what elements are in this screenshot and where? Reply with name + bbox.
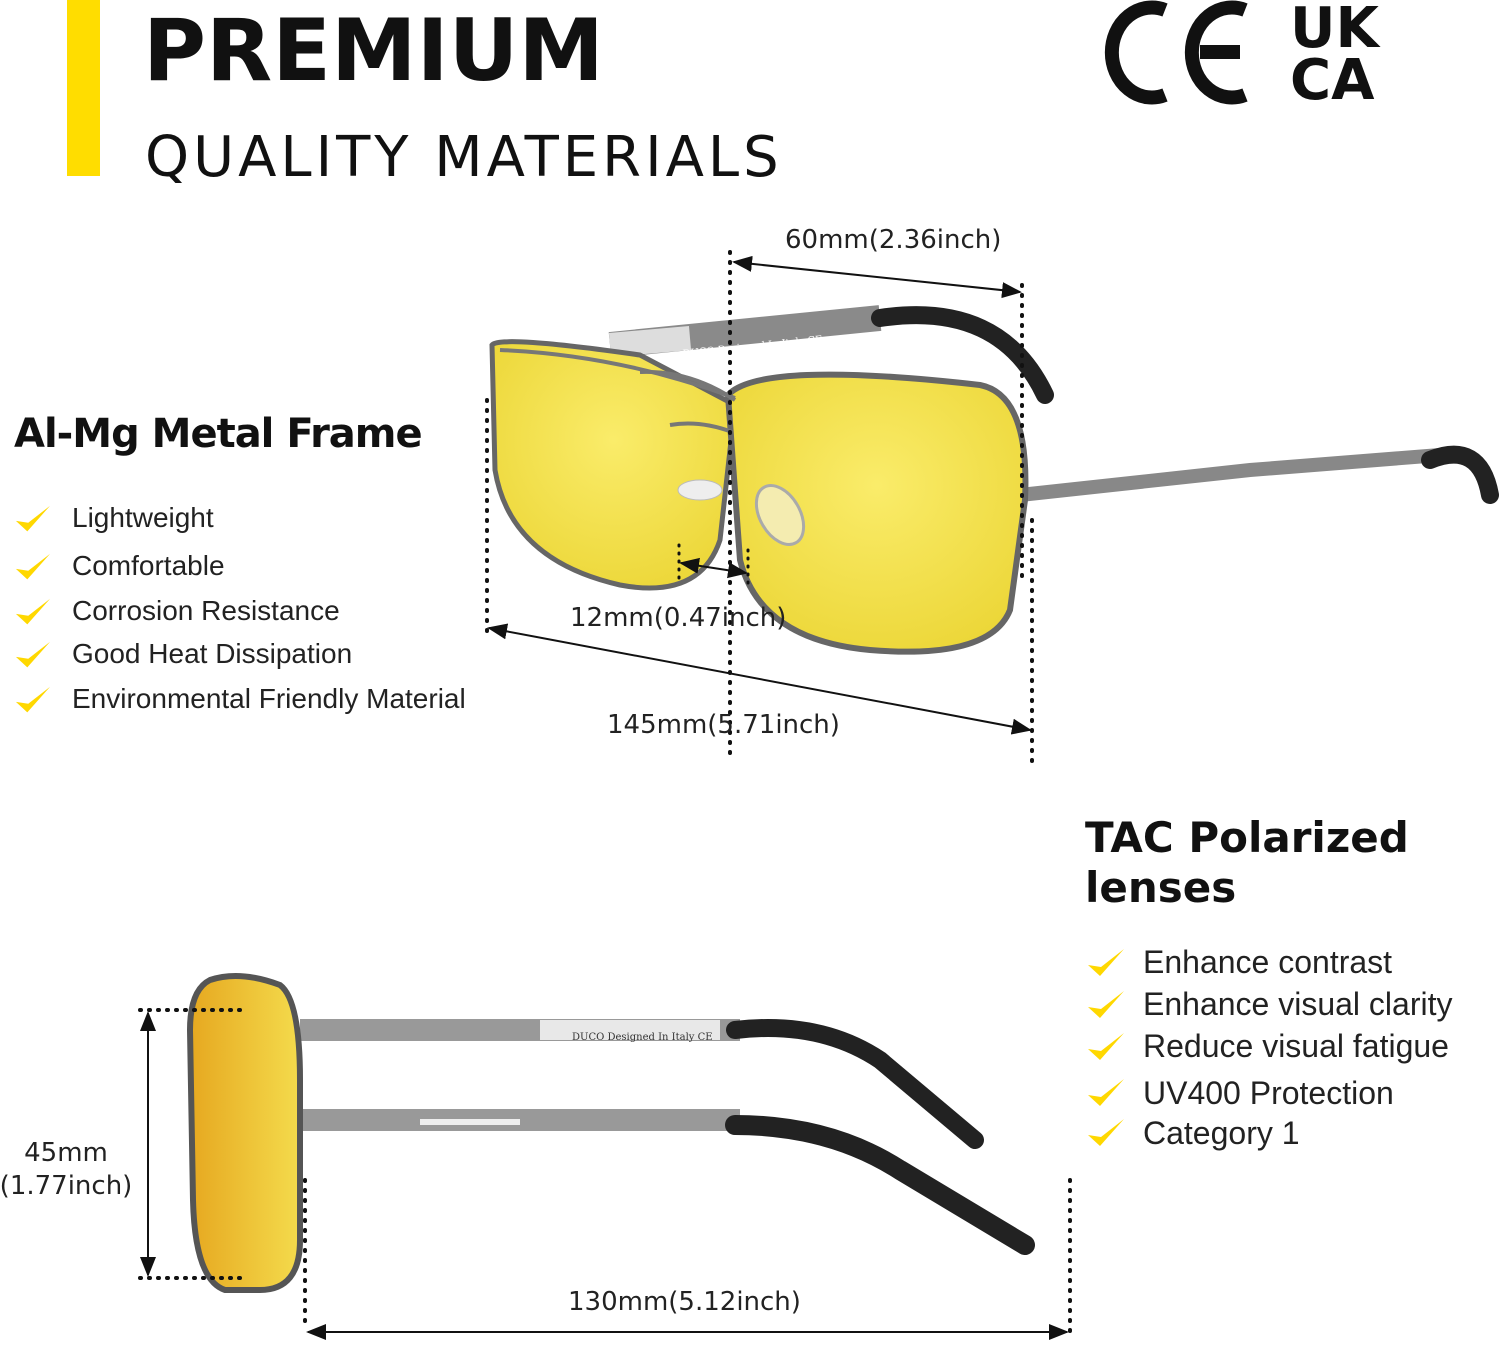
list-item: Reduce visual fatigue bbox=[1143, 1028, 1449, 1064]
ukca-mark: UK CA bbox=[1290, 0, 1381, 113]
list-item: Comfortable bbox=[72, 550, 225, 581]
check-icon bbox=[15, 686, 51, 713]
dimension-temple-length: 130mm(5.12inch) bbox=[303, 1178, 1072, 1340]
list-item: Enhance contrast bbox=[1143, 944, 1392, 980]
dimension-frame-width: 145mm(5.71inch) bbox=[485, 398, 1034, 767]
svg-text:DUCO Designed In Italy CE: DUCO Designed In Italy CE bbox=[572, 1032, 713, 1043]
header-title: PREMIUM bbox=[143, 1, 604, 101]
check-icon bbox=[1088, 1119, 1124, 1146]
check-icon bbox=[1088, 949, 1124, 976]
list-item: UV400 Protection bbox=[1143, 1075, 1394, 1111]
check-icon bbox=[1088, 1079, 1124, 1106]
frame-feature-list: Lightweight Comfortable Corrosion Resist… bbox=[15, 502, 466, 714]
check-icon bbox=[15, 553, 51, 580]
dimension-lens-height: 45mm (1.77inch) bbox=[0, 1008, 242, 1280]
svg-text:12mm(0.47inch): 12mm(0.47inch) bbox=[570, 603, 786, 633]
glasses-front-view: DUCO Designed In Italy CE bbox=[489, 305, 1499, 655]
svg-text:CA: CA bbox=[1290, 48, 1375, 113]
svg-text:UK: UK bbox=[1290, 0, 1381, 61]
ce-mark: CE bbox=[1104, 0, 1248, 105]
svg-text:145mm(5.71inch): 145mm(5.71inch) bbox=[607, 710, 840, 740]
check-icon bbox=[15, 598, 51, 625]
frame-section-title: Al-Mg Metal Frame bbox=[14, 411, 422, 457]
svg-text:60mm(2.36inch): 60mm(2.36inch) bbox=[785, 225, 1001, 255]
svg-text:130mm(5.12inch): 130mm(5.12inch) bbox=[568, 1287, 801, 1317]
list-item: Good Heat Dissipation bbox=[72, 638, 352, 669]
lens-feature-list: Enhance contrast Enhance visual clarity … bbox=[1088, 944, 1452, 1151]
list-item: Enhance visual clarity bbox=[1143, 986, 1452, 1022]
list-item: Corrosion Resistance bbox=[72, 595, 340, 626]
svg-text:(1.77inch): (1.77inch) bbox=[0, 1171, 132, 1201]
accent-bar bbox=[67, 0, 100, 176]
lens-section-title-line2: lenses bbox=[1085, 863, 1236, 912]
check-icon bbox=[15, 641, 51, 668]
list-item: Environmental Friendly Material bbox=[72, 683, 466, 714]
list-item: Category 1 bbox=[1143, 1115, 1300, 1151]
check-icon bbox=[15, 505, 51, 532]
svg-text:45mm: 45mm bbox=[24, 1138, 108, 1168]
list-item: Lightweight bbox=[72, 502, 214, 533]
check-icon bbox=[1088, 1033, 1124, 1060]
dimension-lens-width: 60mm(2.36inch) bbox=[728, 225, 1024, 762]
check-icon bbox=[1088, 991, 1124, 1018]
glasses-side-view: DUCO Designed In Italy CE bbox=[186, 973, 1035, 1293]
lens-section-title: TAC Polarized bbox=[1085, 813, 1409, 862]
header-subtitle: QUALITY MATERIALS bbox=[145, 125, 783, 190]
